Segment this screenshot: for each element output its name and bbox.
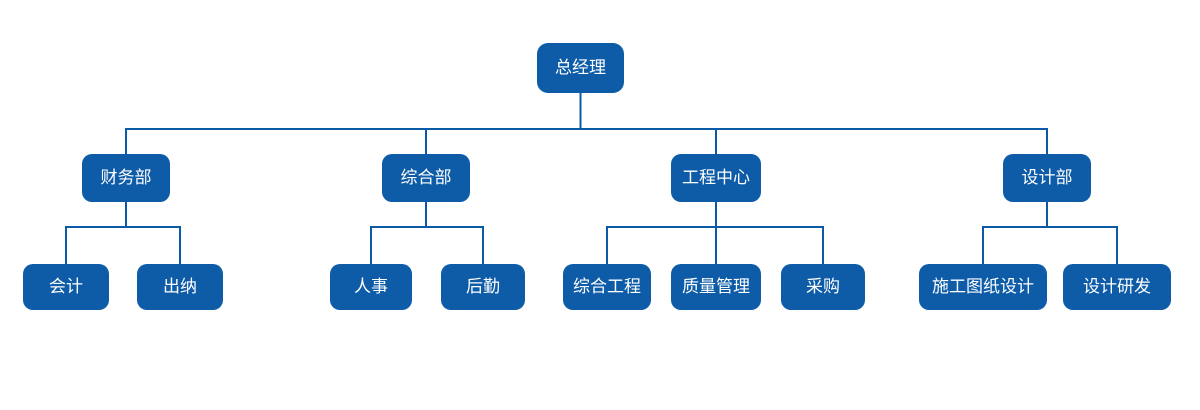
org-node-design-dept: 设计部	[1003, 154, 1091, 202]
org-node-design-rd: 设计研发	[1063, 264, 1171, 310]
org-node-construction-drawing-design: 施工图纸设计	[919, 264, 1047, 310]
org-node-engineering-center: 工程中心	[671, 154, 761, 202]
org-node-cashier: 出纳	[137, 264, 223, 310]
org-node-hr: 人事	[330, 264, 412, 310]
org-node-finance-dept: 财务部	[82, 154, 170, 202]
org-node-general-engineering: 综合工程	[563, 264, 651, 310]
org-node-quality-management: 质量管理	[671, 264, 761, 310]
org-node-general-manager: 总经理	[537, 43, 624, 93]
org-node-logistics: 后勤	[441, 264, 525, 310]
org-node-procurement: 采购	[781, 264, 865, 310]
connector-group	[65, 92, 1118, 264]
org-node-accounting: 会计	[23, 264, 109, 310]
org-node-general-affairs-dept: 综合部	[382, 154, 470, 202]
